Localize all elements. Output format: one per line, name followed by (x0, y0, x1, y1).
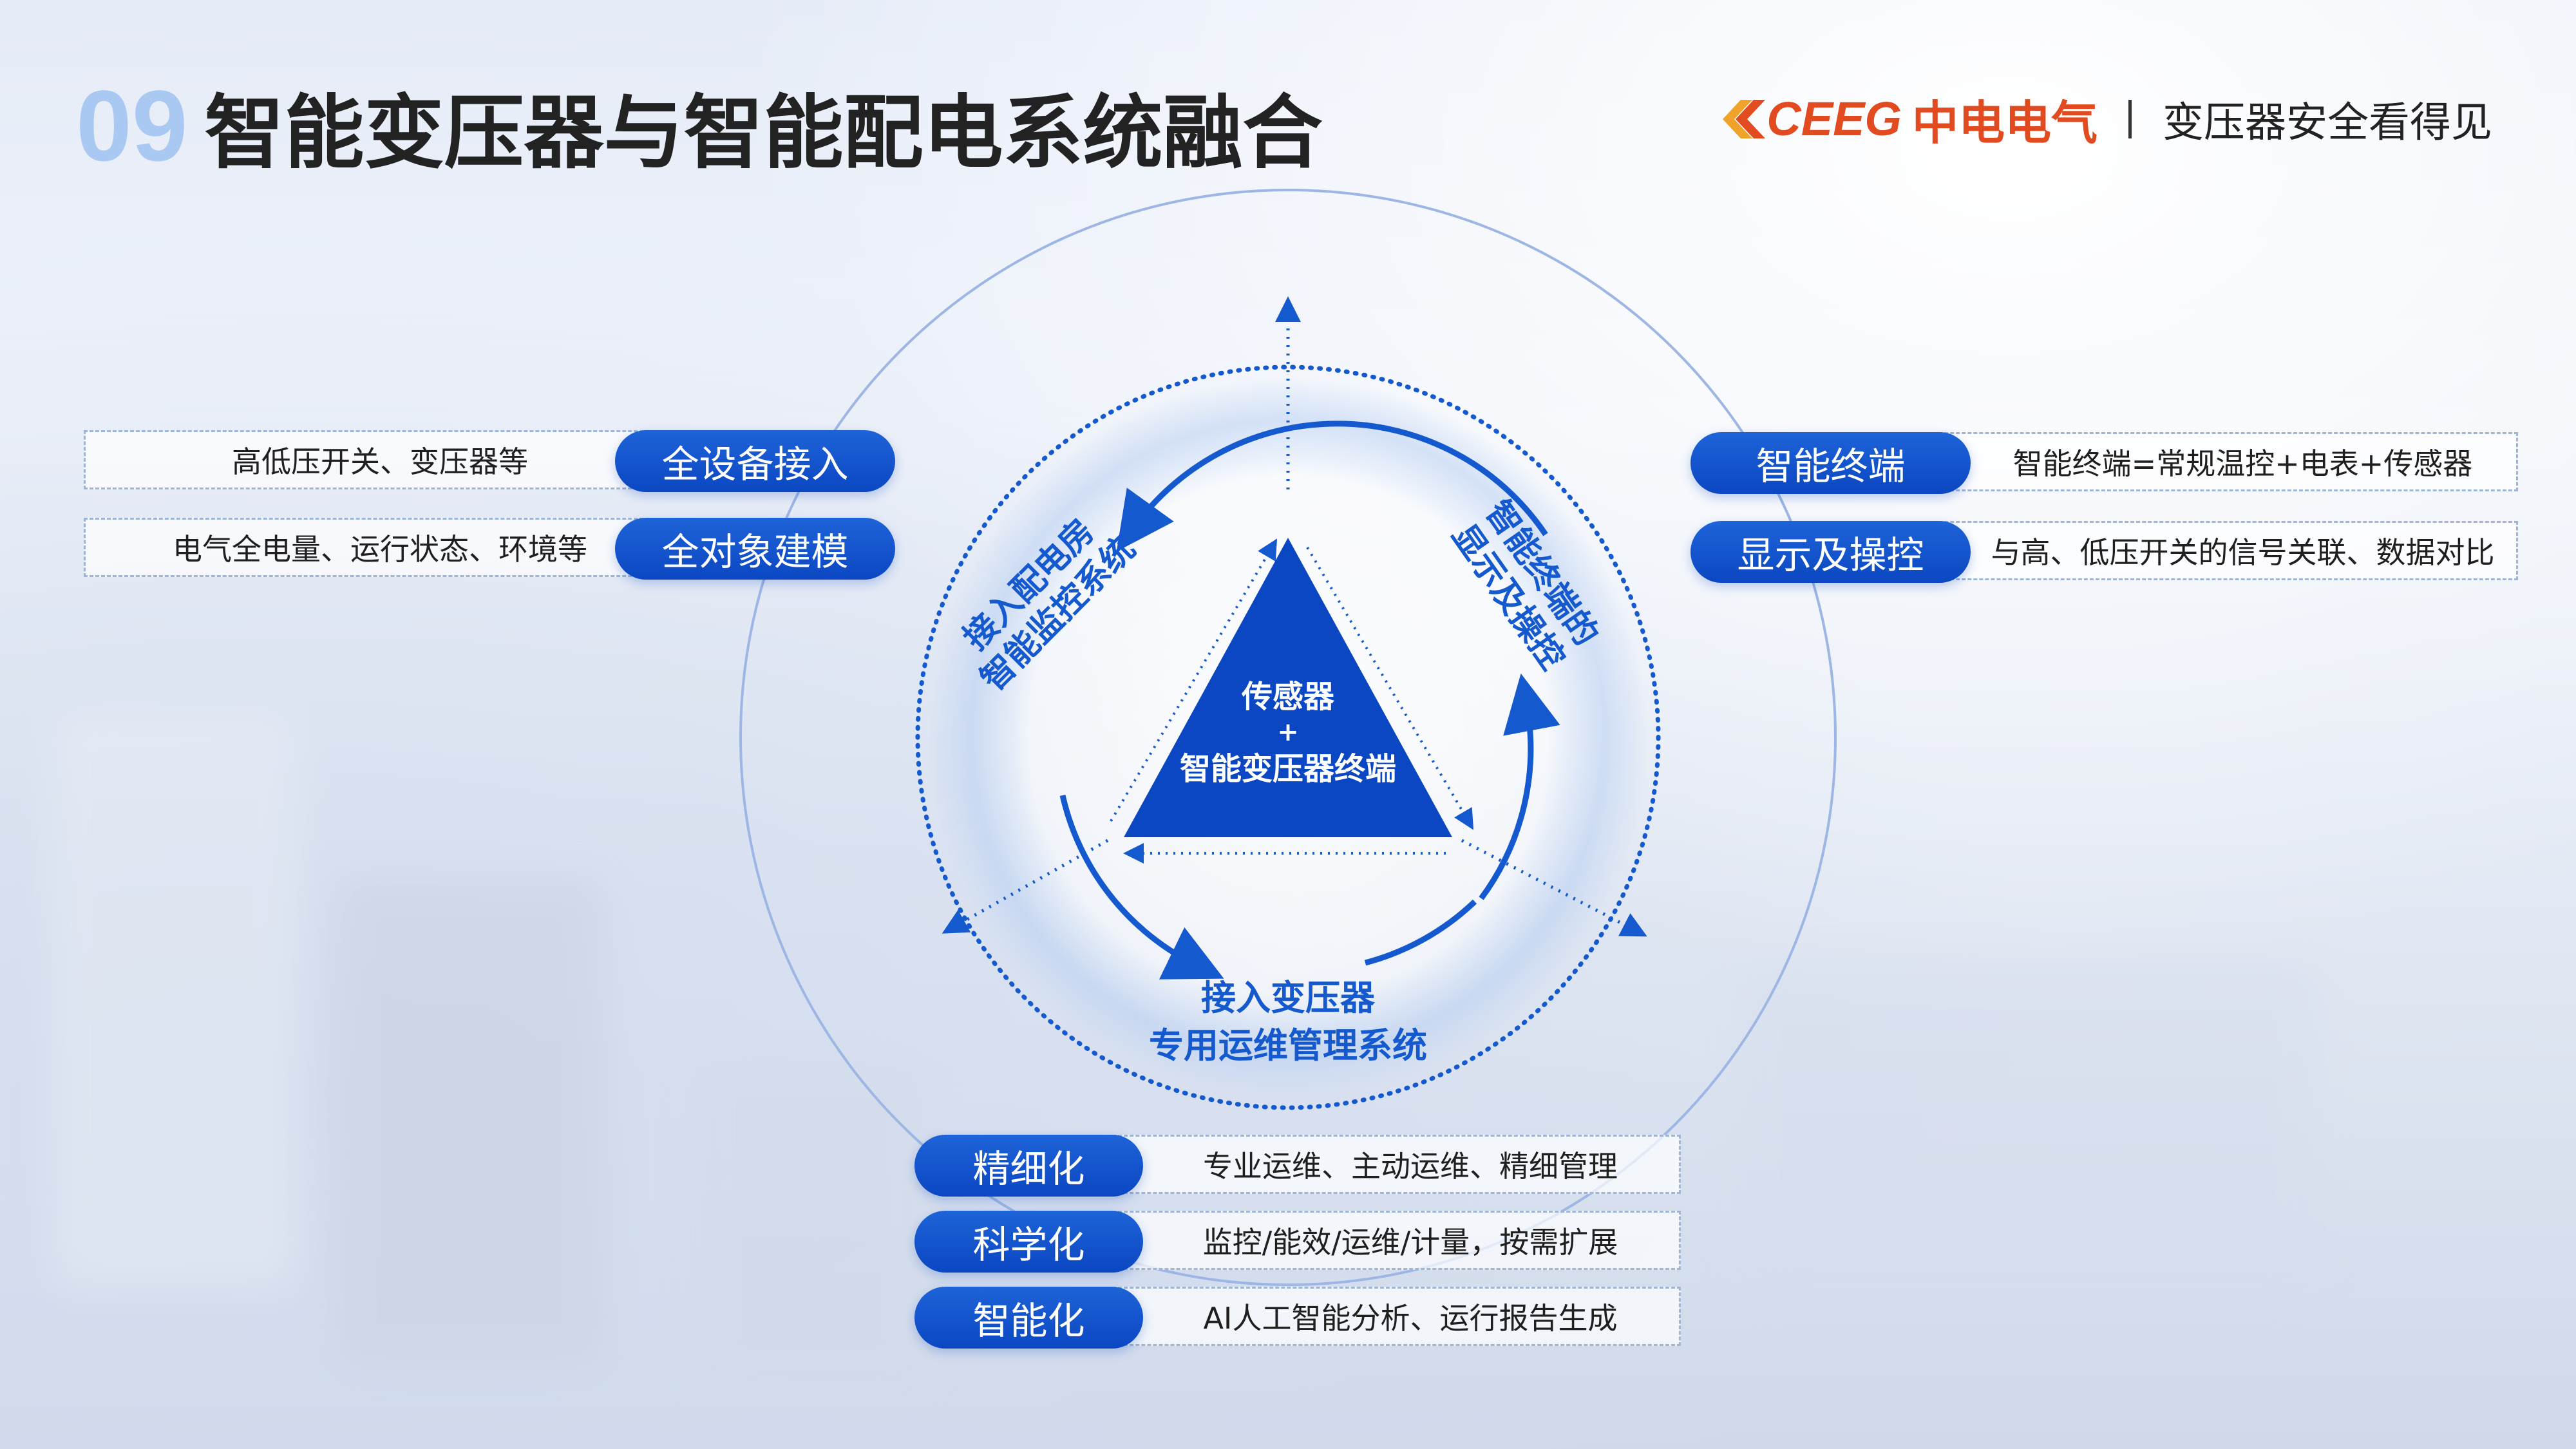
pill-full-object-modeling[interactable]: 全对象建模 (615, 518, 895, 580)
brand-slogan: 变压器安全看得见 (2163, 99, 2492, 147)
bottom-tag-description: AI人工智能分析、运行报告生成 (1095, 1287, 1681, 1346)
pill-full-device-access[interactable]: 全设备接入 (615, 430, 895, 492)
bottom-tag-row-1: 精细化 专业运维、主动运维、精细管理 (914, 1135, 1681, 1197)
triangle-edge-arrow-left (1110, 538, 1278, 822)
background-photo-shape (335, 876, 605, 1365)
left-tag-row-1: 高低压开关、变压器等 全设备接入 (84, 430, 895, 492)
bottom-tag-row-2: 科学化 监控/能效/运维/计量，按需扩展 (914, 1211, 1681, 1273)
background-photo-shape (52, 708, 296, 1288)
bottom-label-line1: 接入变压器 (1201, 978, 1376, 1018)
bottom-label-line2: 专用运维管理系统 (1149, 1025, 1427, 1066)
logo-chevron-icon (1723, 99, 1766, 138)
page-title: 智能变压器与智能配电系统融合 (204, 87, 1323, 180)
center-label-line1: 传感器 (1241, 679, 1335, 715)
right-tag-description: 与高、低压开关的信号关联、数据对比 (1909, 521, 2518, 580)
right-tag-row-1: 智能终端 智能终端=常规温控+电表+传感器 (1690, 432, 2518, 494)
right-tag-description: 智能终端=常规温控+电表+传感器 (1909, 432, 2518, 491)
inner-arc-bottom-right (1364, 899, 1477, 966)
logo-chinese: 中电电气 (1911, 96, 2098, 150)
dotted-ring (915, 365, 1661, 1110)
inner-arc-bottom (1059, 795, 1224, 980)
pill-scientific[interactable]: 科学化 (914, 1211, 1143, 1273)
bottom-tag-description: 监控/能效/运维/计量，按需扩展 (1095, 1211, 1681, 1270)
inner-arc-top (1116, 421, 1548, 552)
center-label-line2: + (1277, 717, 1299, 747)
logo-latin: CEEG (1766, 92, 1902, 146)
bottom-tag-row-3: 智能化 AI人工智能分析、运行报告生成 (914, 1287, 1681, 1349)
brand-divider (2128, 99, 2132, 138)
center-triangle (1124, 538, 1452, 837)
pill-smart-terminal[interactable]: 智能终端 (1690, 432, 1971, 494)
brand: CEEG 中电电气 变压器安全看得见 (1721, 85, 2492, 153)
slide-title: 09 智能变压器与智能配电系统融合 (76, 76, 1323, 176)
bottom-tag-description: 专业运维、主动运维、精细管理 (1095, 1135, 1681, 1194)
inner-arc-right (1479, 673, 1560, 900)
outer-ring (739, 189, 1837, 1286)
left-tag-row-2: 电气全电量、运行状态、环境等 全对象建模 (84, 518, 895, 580)
center-label-line3: 智能变压器终端 (1180, 751, 1396, 787)
slide-number: 09 (76, 70, 188, 182)
pill-refinement[interactable]: 精细化 (914, 1135, 1143, 1197)
pill-intelligent[interactable]: 智能化 (914, 1287, 1143, 1349)
pill-display-control[interactable]: 显示及操控 (1690, 521, 1971, 583)
right-tag-row-2: 显示及操控 与高、低压开关的信号关联、数据对比 (1690, 521, 2518, 583)
ceeg-logo: CEEG 中电电气 (1721, 85, 2098, 153)
triangle-edge-arrow-right (1306, 546, 1474, 830)
background-photo-shape (1739, 966, 2318, 1288)
